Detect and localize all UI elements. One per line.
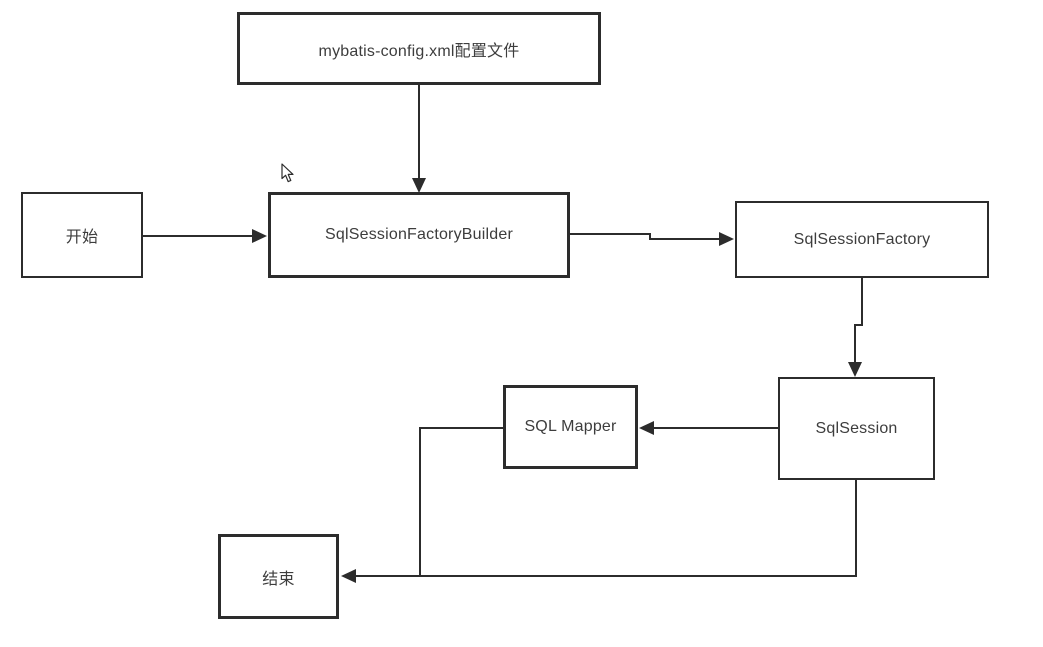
node-mybatis-config-file: mybatis-config.xml配置文件: [237, 12, 601, 85]
edge-factory-to-session-arrowhead: [848, 362, 862, 377]
edge-session-to-end: [341, 480, 857, 583]
edge-factory-to-session: [848, 278, 863, 377]
node-sql-mapper-label: SQL Mapper: [524, 418, 617, 435]
node-sqlsessionfactory-label: SqlSessionFactory: [793, 230, 931, 248]
edge-session-to-mapper-arrowhead: [639, 421, 654, 435]
node-end: 结束: [218, 534, 339, 619]
node-start: 开始: [21, 192, 143, 278]
edge-mapper-to-end-line: [419, 427, 503, 575]
edge-mapper-to-end: [419, 427, 503, 575]
edge-session-to-end-arrowhead: [341, 569, 356, 583]
node-end-label: 结束: [262, 570, 295, 588]
node-sqlsessionfactory: SqlSessionFactory: [735, 201, 989, 278]
node-sqlsessionfactorybuilder: SqlSessionFactoryBuilder: [268, 192, 570, 278]
edge-builder-to-factory-line: [570, 233, 720, 240]
edge-session-to-mapper: [639, 421, 778, 435]
mouse-cursor-icon: [281, 163, 294, 183]
edge-builder-to-factory: [570, 232, 734, 246]
edge-config-to-builder: [412, 85, 426, 193]
edge-builder-to-factory-arrowhead: [719, 232, 734, 246]
node-sqlsession-label: SqlSession: [815, 419, 898, 437]
node-sql-mapper: SQL Mapper: [503, 385, 638, 469]
node-sqlsession: SqlSession: [778, 377, 935, 480]
edge-session-to-end-line: [355, 480, 857, 577]
edge-factory-to-session-line: [854, 278, 863, 363]
node-mybatis-config-file-label: mybatis-config.xml配置文件: [318, 42, 520, 60]
node-sqlsessionfactorybuilder-label: SqlSessionFactoryBuilder: [325, 226, 513, 243]
node-start-label: 开始: [65, 229, 99, 246]
edge-config-to-builder-arrowhead: [412, 178, 426, 193]
edge-start-to-builder: [143, 229, 267, 243]
edge-start-to-builder-arrowhead: [252, 229, 267, 243]
